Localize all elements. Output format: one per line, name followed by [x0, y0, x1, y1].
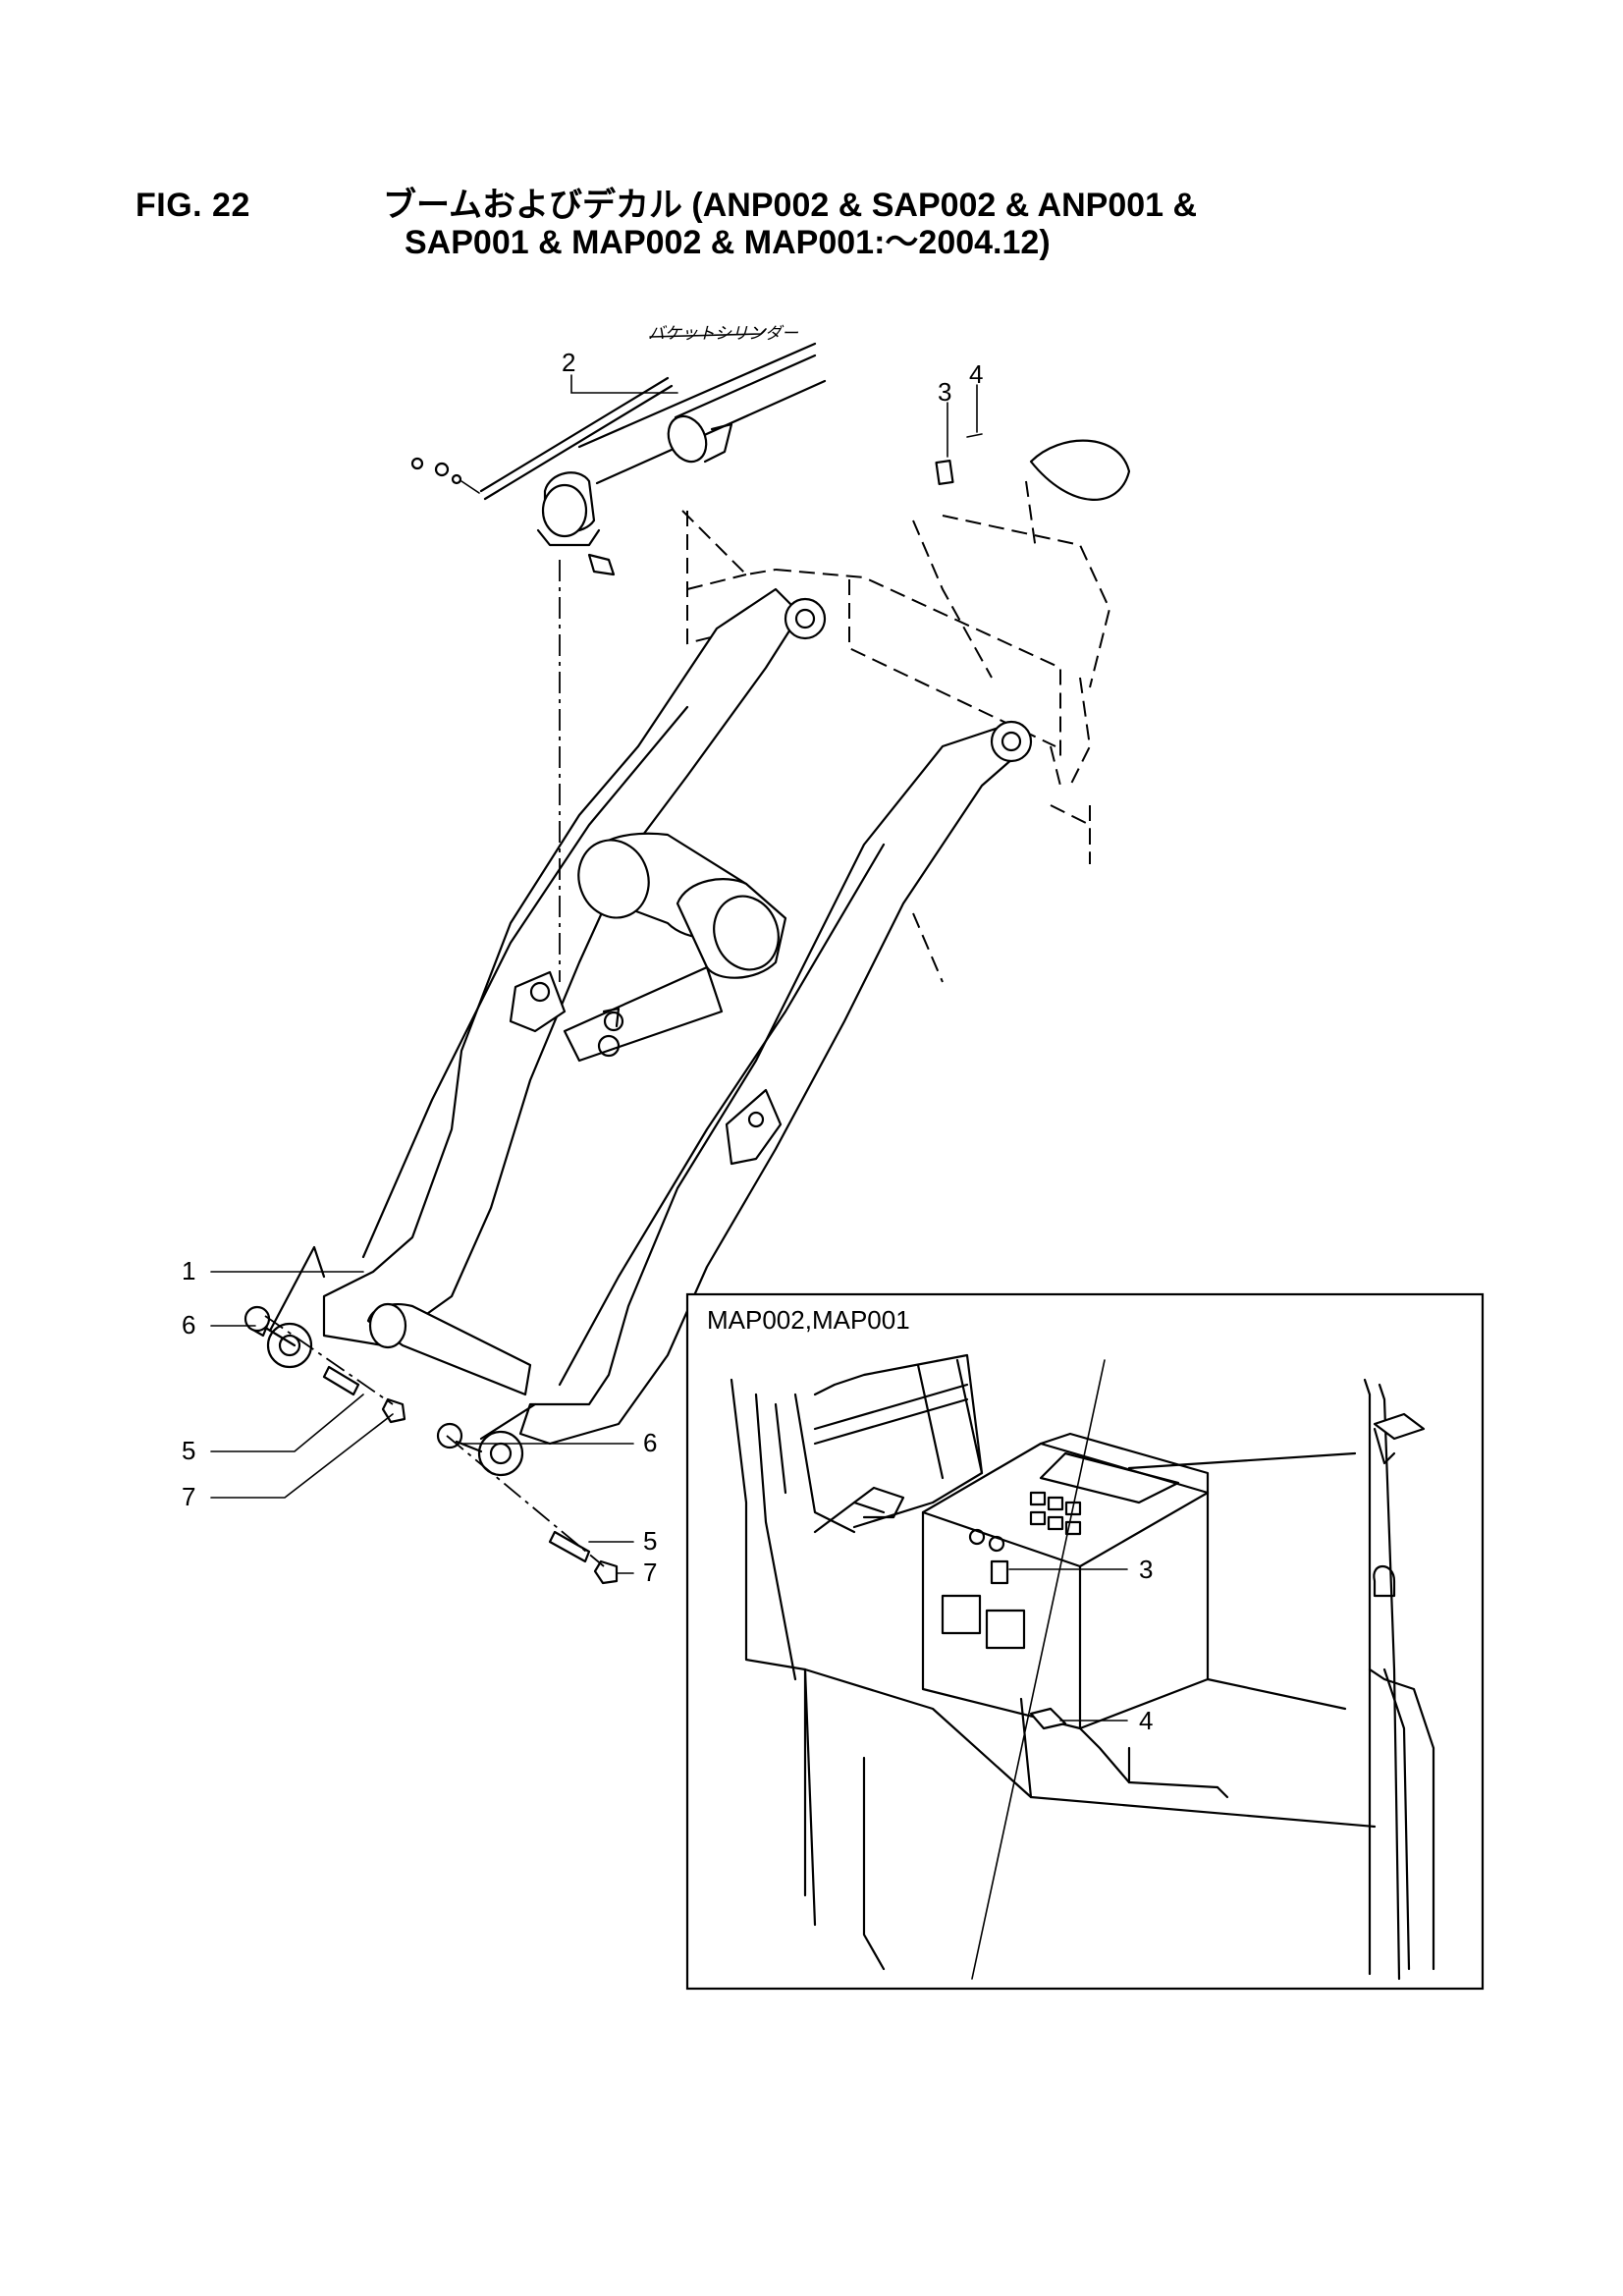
centerline-pin-left	[264, 1315, 394, 1405]
figure-number: FIG. 22	[135, 187, 250, 224]
bucket-cylinder-annotation: バケットシリンダー	[648, 324, 799, 344]
bucket-cylinder	[536, 342, 827, 576]
decal-4	[966, 433, 983, 438]
inset-cab-view: MAP002,MAP001	[685, 1292, 1485, 1991]
callout-5-left: 5	[182, 1436, 195, 1465]
callout-6-right: 6	[643, 1428, 657, 1457]
callout-5-right: 5	[643, 1526, 657, 1556]
inset-callout-3: 3	[1139, 1555, 1153, 1584]
decal-3	[935, 460, 954, 485]
boom-assembly	[266, 587, 1033, 1477]
leader-lines	[210, 328, 978, 1574]
figure-title: ブームおよびデカル (ANP002 & SAP002 & ANP001 & SA…	[383, 187, 1197, 261]
callout-1: 1	[182, 1256, 195, 1285]
centerline-pin-right	[446, 1435, 605, 1567]
callout-6-left: 6	[182, 1310, 195, 1339]
hardware-right	[436, 1422, 619, 1585]
callout-7-left: 7	[182, 1482, 195, 1511]
part-2-rod	[410, 376, 674, 501]
callout-3-top: 3	[938, 377, 951, 407]
callout-4-top: 4	[969, 359, 983, 389]
figure-title-line-2: SAP001 & MAP002 & MAP001:～2004.12)	[405, 224, 1051, 261]
inset-label: MAP002,MAP001	[707, 1305, 910, 1335]
callout-7-right: 7	[643, 1558, 657, 1587]
figure-title-line-1: ブームおよびデカル (ANP002 & SAP002 & ANP001 &	[383, 187, 1198, 224]
inset-callout-4: 4	[1139, 1706, 1153, 1735]
callout-2: 2	[562, 348, 575, 377]
